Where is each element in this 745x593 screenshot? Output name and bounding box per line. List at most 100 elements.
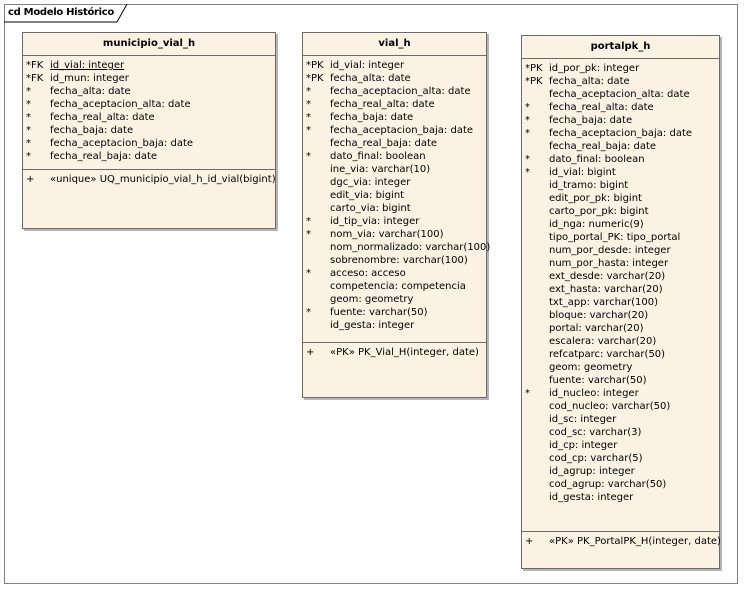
column-row[interactable]: fuente: varchar(50) [522,374,719,387]
column-key-flag: * [26,86,31,97]
column-key-flag: * [306,151,311,162]
column-row[interactable]: *fecha_aceptacion_alta: date [303,85,486,98]
column-definition: fecha_aceptacion_baja: date [549,128,693,139]
column-definition: fecha_real_baja: date [549,141,657,152]
column-definition: edit_via: bigint [330,190,405,201]
column-definition: ine_via: varchar(10) [330,164,431,175]
column-row[interactable]: id_nga: numeric(9) [522,218,719,231]
column-definition: id_nga: numeric(9) [549,219,644,230]
column-row[interactable]: txt_app: varchar(100) [522,296,719,309]
operation-row[interactable]: +«PK» PK_PortalPK_H(integer, date) [522,535,721,548]
column-row[interactable]: *fecha_alta: date [23,85,275,98]
column-row[interactable]: id_gesta: integer [303,319,486,332]
column-row[interactable]: * fecha_baja: date [23,124,275,137]
column-row[interactable]: carto_via: bigint [303,202,486,215]
column-row[interactable]: *fecha_aceptacion_baja: date [522,127,719,140]
column-definition: fecha_baja: date [50,125,134,136]
column-row[interactable]: geom: geometry [303,293,486,306]
column-row[interactable]: cod_cp: varchar(5) [522,452,719,465]
column-row[interactable]: *fecha_aceptacion_baja: date [23,137,275,150]
column-key-flag: *PK [525,76,543,87]
column-row[interactable]: *dato_final: boolean [522,153,719,166]
column-row[interactable]: id_gesta: integer [522,491,719,504]
column-row[interactable]: cod_agrup: varchar(50) [522,478,719,491]
column-row[interactable]: num_por_desde: integer [522,244,719,257]
column-row[interactable]: *fuente: varchar(50) [303,306,486,319]
column-definition: nom_normalizado: varchar(100) [330,242,491,253]
operation-row[interactable]: +«PK» PK_Vial_H(integer, date) [303,346,486,359]
column-row[interactable]: id_cp: integer [522,439,719,452]
column-row[interactable]: *dato_final: boolean [303,150,486,163]
column-definition: competencia: competencia [330,281,466,292]
column-row[interactable]: *id_tip_via: integer [303,215,486,228]
column-definition: id_gesta: integer [549,492,634,503]
operation-visibility: + [525,536,534,547]
column-row[interactable]: competencia: competencia [303,280,486,293]
column-row[interactable]: refcatparc: varchar(50) [522,348,719,361]
column-row[interactable]: *fecha_baja: date [522,114,719,127]
column-row[interactable]: fecha_real_baja: date [303,137,486,150]
column-row[interactable]: *fecha_baja: date [303,111,486,124]
column-key-flag: * [525,167,530,178]
column-definition: num_por_hasta: integer [549,258,669,269]
column-row[interactable]: id_agrup: integer [522,465,719,478]
column-row[interactable]: *acceso: acceso [303,267,486,280]
column-row[interactable]: ine_via: varchar(10) [303,163,486,176]
column-row[interactable]: id_sc: integer [522,413,719,426]
column-definition: id_gesta: integer [330,320,415,331]
column-row[interactable]: *fecha_real_baja: date [23,150,275,163]
column-row[interactable]: *fecha_aceptacion_baja: date [303,124,486,137]
column-definition: fecha_aceptacion_baja: date [50,138,194,149]
column-row[interactable]: *fecha_real_alta: date [303,98,486,111]
diagram-title: cd Modelo Histórico [8,7,114,18]
column-key-flag: * [525,388,530,399]
column-row[interactable]: ext_desde: varchar(20) [522,270,719,283]
column-row[interactable]: bloque: varchar(20) [522,309,719,322]
column-definition: ext_desde: varchar(20) [549,271,666,282]
column-row[interactable]: edit_via: bigint [303,189,486,202]
column-row[interactable]: *fecha_aceptacion_alta: date [23,98,275,111]
column-row[interactable]: geom: geometry [522,361,719,374]
column-row[interactable]: sobrenombre: varchar(100) [303,254,486,267]
column-row[interactable]: id_tramo: bigint [522,179,719,192]
column-row[interactable]: tipo_portal_PK: tipo_portal [522,231,719,244]
column-row[interactable]: fecha_real_baja: date [522,140,719,153]
column-definition: fecha_real_baja: date [50,151,158,162]
column-row[interactable]: *fecha_real_alta: date [522,101,719,114]
column-row[interactable]: ext_hasta: varchar(20) [522,283,719,296]
column-row[interactable]: portal: varchar(20) [522,322,719,335]
column-key-flag: *PK [306,60,324,71]
column-definition: id_sc: integer [549,414,617,425]
column-row[interactable]: *nom_via: varchar(100) [303,228,486,241]
column-definition: fuente: varchar(50) [330,307,428,318]
column-row[interactable]: num_por_hasta: integer [522,257,719,270]
column-row[interactable]: fecha_aceptacion_alta: date [522,88,719,101]
column-key-flag: *FK [26,73,44,84]
column-row[interactable]: escalera: varchar(20) [522,335,719,348]
column-row[interactable]: *fecha_real_alta: date [23,111,275,124]
column-definition: fecha_baja: date [330,112,414,123]
column-key-flag: * [26,125,31,136]
column-definition: fecha_alta: date [330,73,411,84]
column-definition: fecha_real_alta: date [50,112,155,123]
operation-list: +«PK» PK_PortalPK_H(integer, date) [522,532,721,548]
column-row[interactable]: *id_vial: bigint [522,166,719,179]
column-row[interactable]: cod_sc: varchar(3) [522,426,719,439]
column-row[interactable]: edit_por_pk: bigint [522,192,719,205]
operation-row[interactable]: +«unique» UQ_municipio_vial_h_id_vial(bi… [23,173,276,186]
column-row[interactable]: cod_nucleo: varchar(50) [522,400,719,413]
column-row[interactable]: dgc_via: integer [303,176,486,189]
column-row[interactable]: *id_nucleo: integer [522,387,719,400]
column-row[interactable]: nom_normalizado: varchar(100) [303,241,490,254]
column-row[interactable]: carto_por_pk: bigint [522,205,719,218]
